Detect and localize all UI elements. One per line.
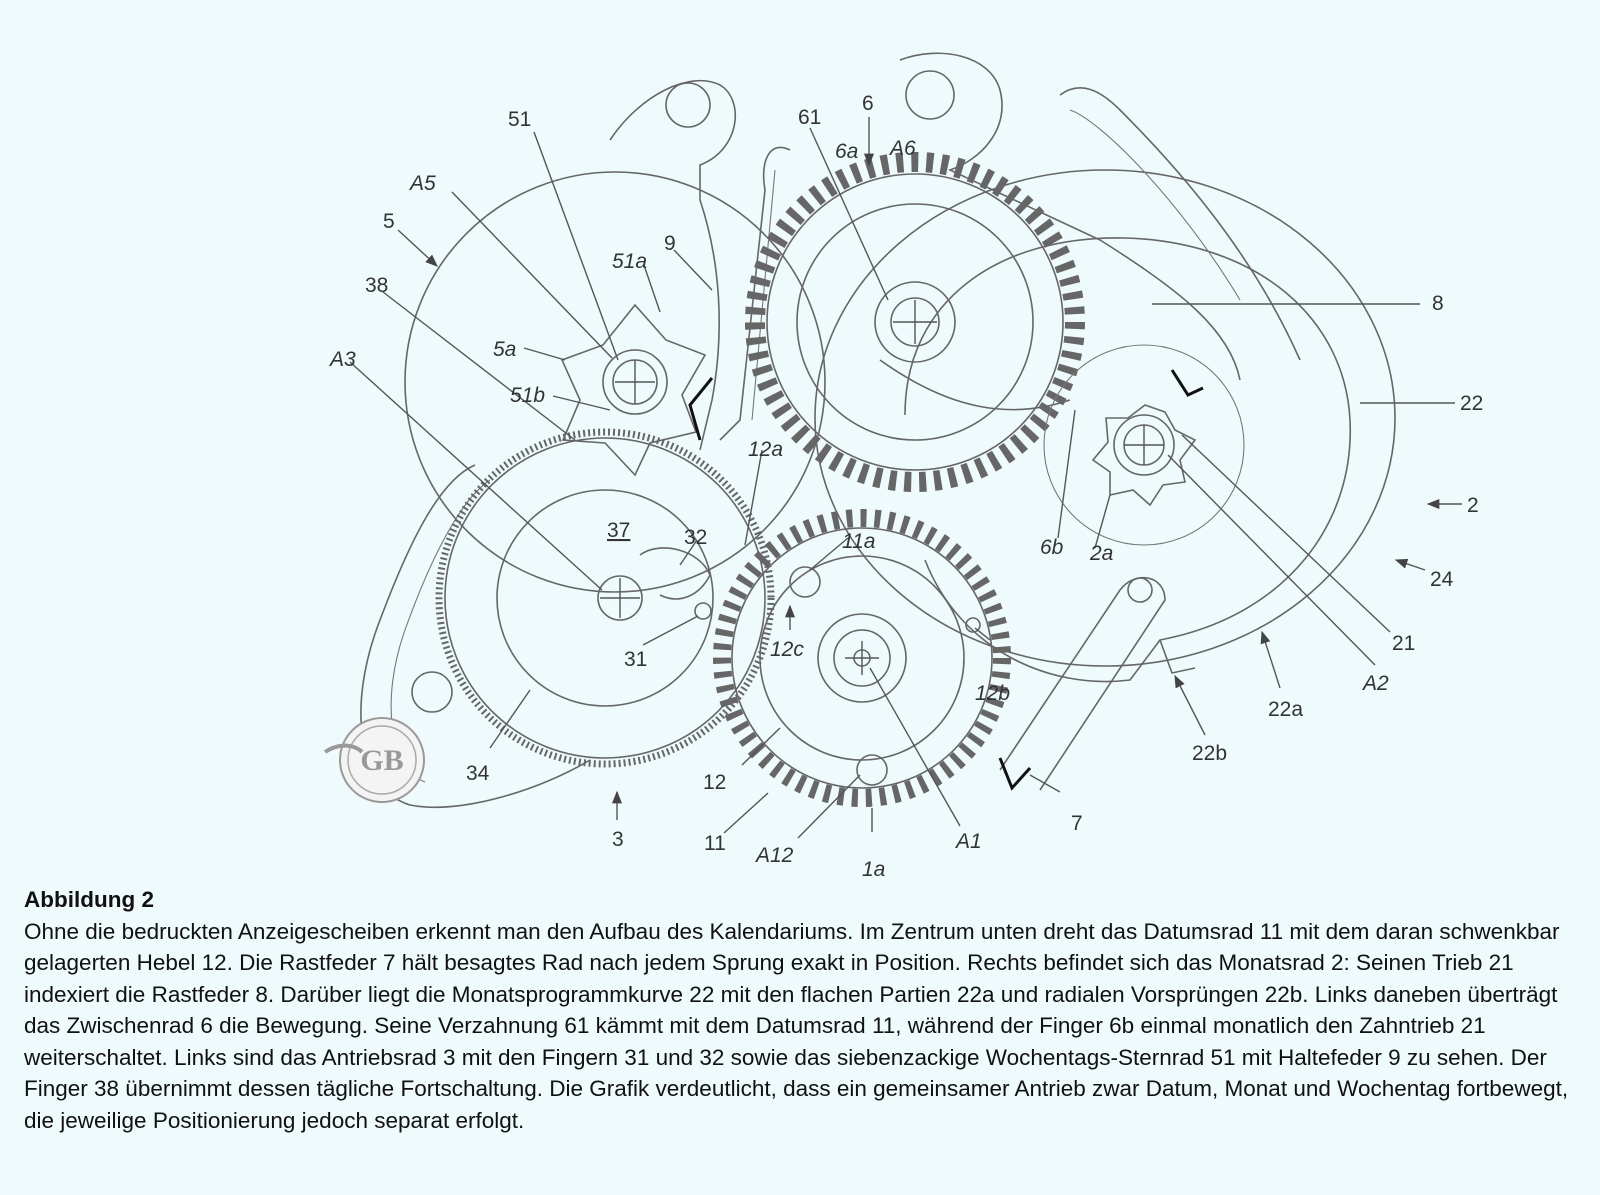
label-5a: 5a [493,338,516,361]
label-A5: A5 [408,172,436,195]
label-31: 31 [624,648,647,671]
spring-9 [719,146,791,441]
star-hub [602,349,668,415]
calendar-mechanism-drawing: GB 51 61 6 6a A6 A5 5 51a 9 38 5a A3 51b… [323,52,1483,880]
wheel-37 [496,489,714,707]
screw-A12 [856,754,888,786]
finger-6b [879,359,1071,411]
label-A6: A6 [888,137,916,160]
jumper-9-tip [688,377,714,441]
spring-7 [999,576,1166,791]
label-2a: 2a [1089,542,1113,565]
date-hub-inner [833,629,891,687]
intermediate-screw [890,297,940,347]
label-22b: 22b [1192,742,1227,765]
spring-8 [1059,86,1301,361]
lever-12 [759,555,965,761]
label-37: 37 [607,519,630,542]
pin-11a [789,566,821,598]
label-3: 3 [612,828,624,851]
label-A2: A2 [1361,672,1389,695]
intermediate-wheel-6-inner [796,203,1034,441]
intermediate-hub [874,281,956,363]
label-22a: 22a [1268,698,1303,721]
label-21: 21 [1392,632,1415,655]
pinion-hub [1113,414,1175,476]
screw-A3 [597,575,643,621]
label-51a: 51a [612,250,647,273]
pinion-disc [1043,344,1245,546]
month-wheel-2 [814,169,1396,667]
mechanism-diagram: GB 51 61 6 6a A6 A5 5 51a 9 38 5a A3 51b… [323,52,1483,880]
bridge-hole-upper-left [665,82,711,128]
label-1a: 1a [862,858,885,880]
svg-text:GB: GB [360,744,403,777]
jumper-7-tip [998,757,1032,791]
star-wheel-51 [560,303,707,477]
spring-7-hole [1127,577,1153,603]
label-38: 38 [365,274,388,297]
label-6: 6 [862,92,874,115]
label-8: 8 [1432,292,1444,315]
label-24: 24 [1430,568,1454,591]
weekday-disc-5 [404,171,826,593]
pin-12b [965,617,981,633]
logo: GB [323,717,425,803]
spring-8-inner [1069,109,1241,301]
caption-title: Abbildung 2 [24,887,154,912]
finger-32 [639,547,711,600]
label-A3: A3 [328,348,356,371]
bridge-outline-top-right [899,52,1241,381]
label-A12: A12 [754,844,794,867]
intermediate-wheel-6-teeth [745,152,1085,492]
label-A1: A1 [954,830,982,853]
label-11a: 11a [842,530,875,553]
label-2: 2 [1467,494,1479,517]
label-51b: 51b [510,384,545,407]
label-6b: 6b [1040,536,1064,559]
label-12: 12 [703,771,726,794]
label-7: 7 [1071,812,1083,835]
bridge-hole-top-right [905,70,955,120]
cam-step-22b [1159,639,1196,674]
month-cam-22 [904,237,1352,683]
label-12c: 12c [770,638,804,661]
label-32: 32 [684,526,707,549]
intermediate-wheel-6-rim [766,173,1064,471]
label-51: 51 [508,108,531,131]
label-5: 5 [383,210,395,233]
label-61: 61 [798,106,821,129]
date-hub [817,613,907,703]
bridge-outline-upper [609,79,737,451]
label-12b: 12b [975,682,1010,705]
label-6a: 6a [835,140,858,163]
finger-31 [694,602,712,620]
label-22: 22 [1460,392,1483,415]
drive-wheel-3-teeth [435,428,775,768]
drive-wheel-3-rim [444,437,766,759]
frame-hole-lower-left [411,671,453,713]
jumper-8-tip [1170,369,1204,397]
label-34: 34 [466,762,490,785]
date-wheel-11-rim [731,527,993,789]
pinion-21 [1091,404,1197,507]
label-9: 9 [664,232,676,255]
label-12a: 12a [748,438,783,461]
label-11: 11 [704,832,726,855]
date-wheel-11-teeth [713,509,1011,807]
caption-text: Ohne die bedruckten Anzeigescheiben erke… [24,918,1569,1133]
figure-caption: Abbildung 2 Ohne die bedruckten Anzeiges… [24,884,1576,1136]
